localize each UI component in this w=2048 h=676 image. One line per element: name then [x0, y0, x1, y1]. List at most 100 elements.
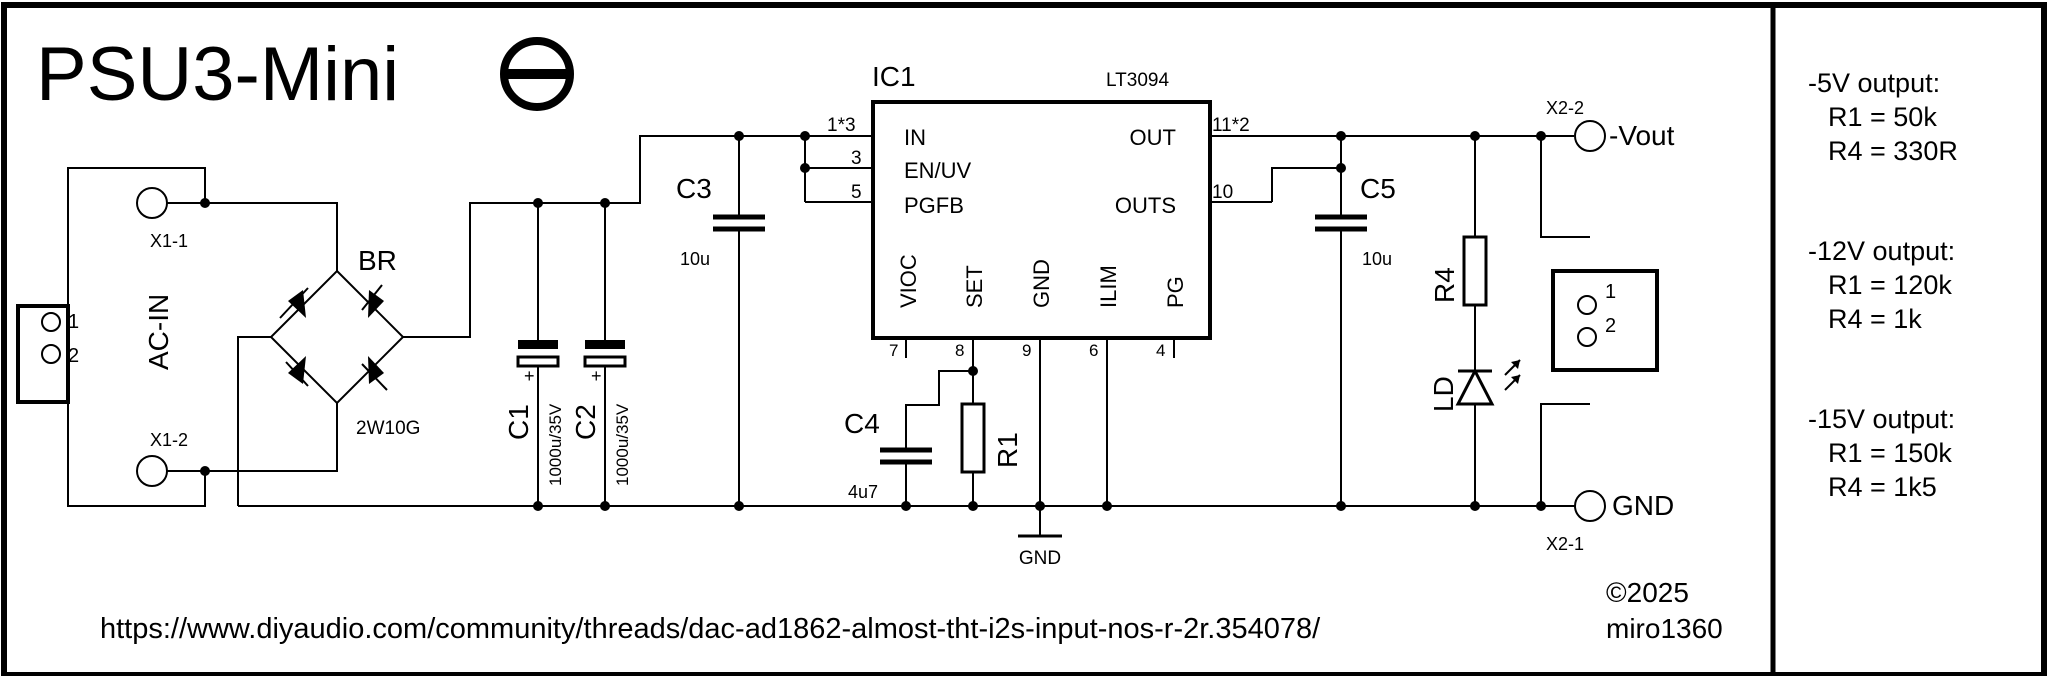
bridge-rectifier: [269, 269, 405, 405]
wire-x2-top: [1540, 136, 1590, 238]
ac-in-label: AC-IN: [143, 294, 174, 370]
bridge-ref: BR: [358, 245, 397, 276]
wire-br-minus: [237, 336, 271, 506]
junction: [901, 501, 911, 511]
pin-outs-label: OUTS: [1115, 193, 1176, 218]
ic1-body: [871, 100, 1212, 340]
c1-plus: +: [524, 366, 535, 386]
junction: [968, 501, 978, 511]
note-5v-r4: R4 = 330R: [1828, 136, 1958, 166]
pin-en-number: 3: [851, 148, 862, 169]
output-connector: 1 2: [1551, 269, 1659, 372]
c3-ref: C3: [676, 173, 712, 204]
pin-pgfb-number: 5: [851, 182, 862, 203]
vout-label: -Vout: [1609, 120, 1675, 151]
ground-label: GND: [1019, 548, 1061, 569]
wire-x2-bottom: [1540, 403, 1590, 506]
junction: [1336, 501, 1346, 511]
x2-2-label: X2-2: [1546, 98, 1584, 118]
ac-in-pin2-label: 2: [68, 345, 79, 367]
copyright: ©2025: [1606, 577, 1689, 608]
ac-in-pin1-label: 1: [68, 311, 79, 333]
pin-outs-number: 10: [1212, 182, 1233, 203]
author: miro1360: [1606, 613, 1723, 644]
pin-vioc-label: VIOC: [896, 254, 921, 308]
c4-value: 4u7: [848, 482, 878, 502]
junction: [734, 501, 744, 511]
pin-ilim-number: 6: [1089, 341, 1098, 360]
junction: [1470, 131, 1480, 141]
out-pin1-label: 1: [1605, 281, 1616, 303]
c2-value: 1000u/35V: [613, 403, 632, 486]
junction: [800, 163, 810, 173]
c5-ref: C5: [1360, 173, 1396, 204]
r1-resistor: [960, 402, 986, 474]
pin-ilim-label: ILIM: [1096, 265, 1121, 308]
bridge-value: 2W10G: [356, 418, 420, 439]
wire-acin-top: [67, 167, 206, 322]
wire-outs: [1271, 167, 1341, 202]
pin-out-label: OUT: [1130, 125, 1176, 150]
wire-br-top: [205, 202, 338, 271]
wire-acin-bottom: [67, 354, 206, 507]
ic1-ref: IC1: [872, 61, 916, 92]
x1-2-terminal: [136, 455, 168, 487]
c1-capacitor: [516, 203, 560, 506]
thread-url: https://www.diyaudio.com/community/threa…: [100, 613, 1321, 645]
junction: [1470, 501, 1480, 511]
wire-br-bottom: [205, 403, 338, 472]
x2-2-terminal: [1574, 120, 1606, 152]
ac-in-connector: 1 2: [16, 304, 79, 404]
junction: [600, 501, 610, 511]
pin-en-label: EN/UV: [904, 158, 972, 183]
junction: [1536, 131, 1546, 141]
pin-out-number: 11*2: [1212, 115, 1250, 136]
note-12v-r1: R1 = 120k: [1828, 270, 1952, 300]
pin-vioc-number: 7: [889, 341, 898, 360]
gnd-out-label: GND: [1612, 490, 1674, 521]
c2-plus: +: [591, 366, 602, 386]
junction: [734, 131, 744, 141]
led-diode: [1455, 359, 1521, 406]
c2-ref: C2: [570, 404, 601, 440]
notes-panel: -5V output: R1 = 50k R4 = 330R -12V outp…: [1808, 68, 1958, 502]
c3-capacitor: [713, 136, 765, 506]
note-5v-r1: R1 = 50k: [1828, 102, 1937, 132]
r1-ref: R1: [992, 432, 1023, 468]
note-12v-title: -12V output:: [1808, 236, 1955, 266]
led-ref: LD: [1428, 376, 1459, 412]
junction: [600, 198, 610, 208]
junction: [1035, 501, 1045, 511]
c3-value: 10u: [680, 249, 710, 269]
junction: [533, 501, 543, 511]
x2-1-label: X2-1: [1546, 534, 1584, 554]
pin-set-label: SET: [962, 265, 987, 308]
wire-br-plus: [403, 135, 805, 338]
c1-ref: C1: [503, 404, 534, 440]
page-title: PSU3-Mini: [36, 32, 399, 117]
x1-1-label: X1-1: [150, 231, 188, 251]
c2-capacitor: [583, 203, 627, 506]
note-15v-title: -15V output:: [1808, 404, 1955, 434]
note-15v-r1: R1 = 150k: [1828, 438, 1952, 468]
c5-capacitor: [1315, 136, 1367, 506]
pin-pg-label: PG: [1163, 276, 1188, 308]
c4-capacitor: [880, 405, 932, 506]
pin-gnd-label: GND: [1029, 259, 1054, 308]
r4-ref: R4: [1429, 267, 1460, 303]
note-12v-r4: R4 = 1k: [1828, 304, 1922, 334]
note-5v-title: -5V output:: [1808, 68, 1940, 98]
pin-gnd-number: 9: [1022, 341, 1031, 360]
pin-in-label: IN: [904, 125, 926, 150]
pin-set-number: 8: [955, 341, 964, 360]
x2-1-terminal: [1574, 490, 1606, 522]
out-pin2-label: 2: [1605, 315, 1616, 337]
junction: [533, 198, 543, 208]
c4-ref: C4: [844, 408, 880, 439]
c5-value: 10u: [1362, 249, 1392, 269]
c1-value: 1000u/35V: [546, 403, 565, 486]
pin-pgfb-label: PGFB: [904, 193, 964, 218]
r4-resistor: [1462, 235, 1488, 307]
